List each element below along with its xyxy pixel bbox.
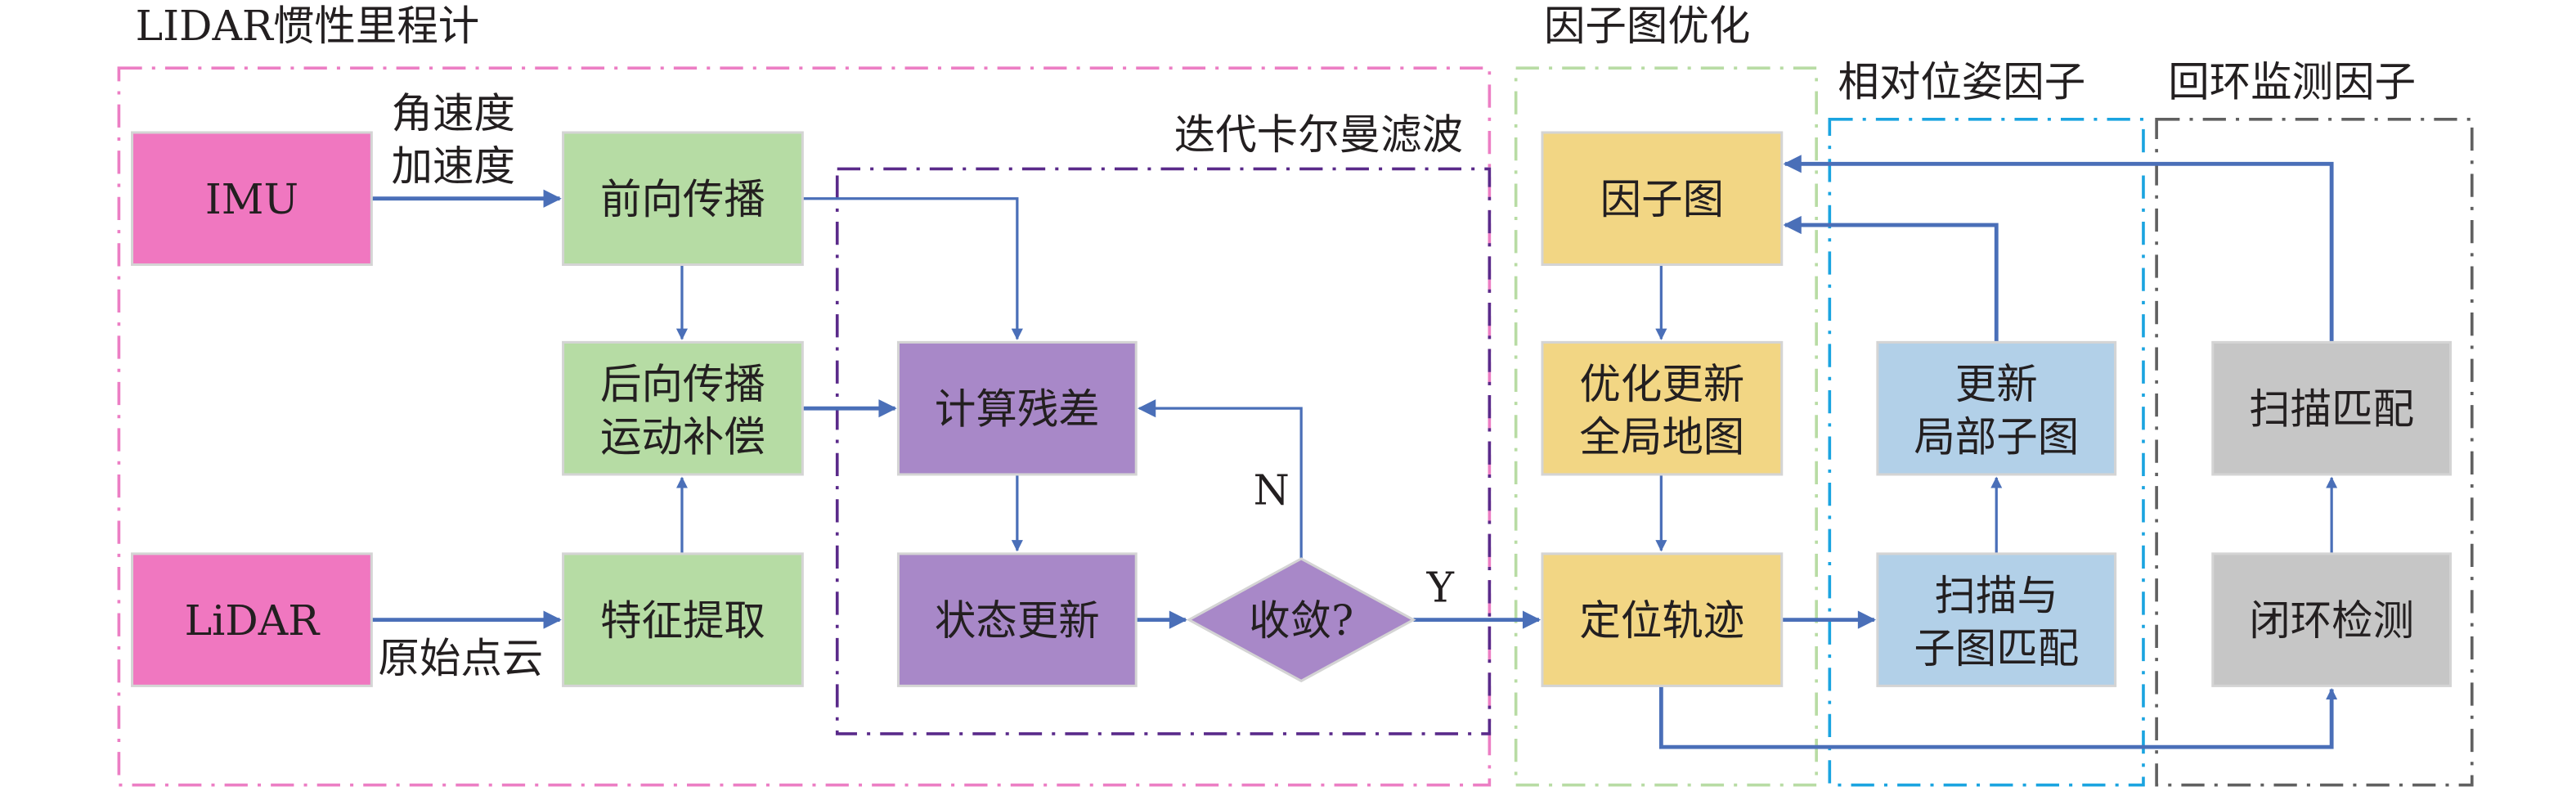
node-lidar: LiDAR <box>131 552 373 687</box>
group-relative-pose: 相对位姿因子 <box>1828 58 2145 787</box>
group-loop-closure: 回环监测因子 <box>2155 58 2474 787</box>
node-scan-matching-label: 扫描匹配 <box>2249 385 2414 433</box>
node-scan-submap-label-2: 子图匹配 <box>1914 624 2079 672</box>
node-scan-matching: 扫描匹配 <box>2211 340 2453 476</box>
node-optimize-label-2: 全局地图 <box>1579 413 1744 461</box>
node-feature-label: 特征提取 <box>600 596 765 645</box>
edge-scanmatch-factor <box>1783 155 2334 343</box>
node-trajectory: 定位轨迹 <box>1541 552 1784 687</box>
edge-trajectory-loop <box>1658 686 2338 749</box>
node-scan-to-submap: 扫描与 子图匹配 <box>1876 552 2117 687</box>
node-trajectory-label: 定位轨迹 <box>1579 596 1744 645</box>
node-forward-propagation: 前向传播 <box>562 131 804 267</box>
group-loop-closure-title: 回环监测因子 <box>2168 58 2416 106</box>
edge-update-factor <box>1783 215 1999 343</box>
node-optimize-label-1: 优化更新 <box>1579 360 1744 408</box>
node-optimize-global-map: 优化更新 全局地图 <box>1541 340 1784 476</box>
group-factor-graph-title: 因子图优化 <box>1544 2 1750 50</box>
node-forward-label: 前向传播 <box>600 175 765 223</box>
edge-label-raw-pointcloud: 原始点云 <box>378 634 543 682</box>
group-loop-closure-border <box>2155 117 2474 787</box>
group-ikf-title: 迭代卡尔曼滤波 <box>1174 110 1463 159</box>
node-state-update-label: 状态更新 <box>935 596 1100 645</box>
group-lio-border <box>117 66 1492 787</box>
node-backward-propagation: 后向传播 运动补偿 <box>562 340 804 476</box>
node-update-local-submap: 更新 局部子图 <box>1876 340 2117 476</box>
group-factor-graph: 因子图优化 <box>1514 2 1818 787</box>
node-state-update: 状态更新 <box>896 552 1138 687</box>
group-relative-pose-title: 相对位姿因子 <box>1838 58 2085 106</box>
node-update-submap-label-2: 局部子图 <box>1914 413 2079 461</box>
group-ikf-border <box>835 167 1492 735</box>
node-factor-graph-label: 因子图 <box>1600 175 1724 223</box>
node-lidar-label: LiDAR <box>185 596 321 645</box>
node-residual-label: 计算残差 <box>935 385 1100 433</box>
node-feature-extraction: 特征提取 <box>562 552 804 687</box>
node-loop-detection: 闭环检测 <box>2211 552 2453 687</box>
node-imu-label: IMU <box>205 175 298 223</box>
group-factor-graph-border <box>1514 66 1818 787</box>
node-converge-decision: 收敛? <box>1186 557 1416 683</box>
node-loop-detection-label: 闭环检测 <box>2249 596 2414 645</box>
group-ikf: 迭代卡尔曼滤波 <box>835 110 1492 735</box>
edge-label-angular-velocity: 角速度 <box>392 89 515 137</box>
node-factor-graph: 因子图 <box>1541 131 1784 267</box>
node-compute-residual: 计算残差 <box>896 340 1138 476</box>
node-backward-label-2: 运动补偿 <box>600 413 765 461</box>
edge-converge-no <box>1138 399 1303 559</box>
node-backward-label-1: 后向传播 <box>600 360 765 408</box>
edge-label-no: N <box>1254 465 1290 514</box>
group-lio: LIDAR惯性里程计 <box>117 2 1492 787</box>
group-relative-pose-border <box>1828 117 2145 787</box>
group-lio-title: LIDAR惯性里程计 <box>136 2 480 50</box>
edge-label-yes: Y <box>1426 563 1455 611</box>
node-imu: IMU <box>131 131 373 267</box>
edges <box>371 155 2338 749</box>
edge-label-acceleration: 加速度 <box>392 142 515 191</box>
node-update-submap-label-1: 更新 <box>1955 360 2038 408</box>
node-scan-submap-label-1: 扫描与 <box>1935 572 2058 620</box>
edge-forward-residual <box>802 197 1023 340</box>
node-converge-label: 收敛? <box>1249 596 1353 645</box>
